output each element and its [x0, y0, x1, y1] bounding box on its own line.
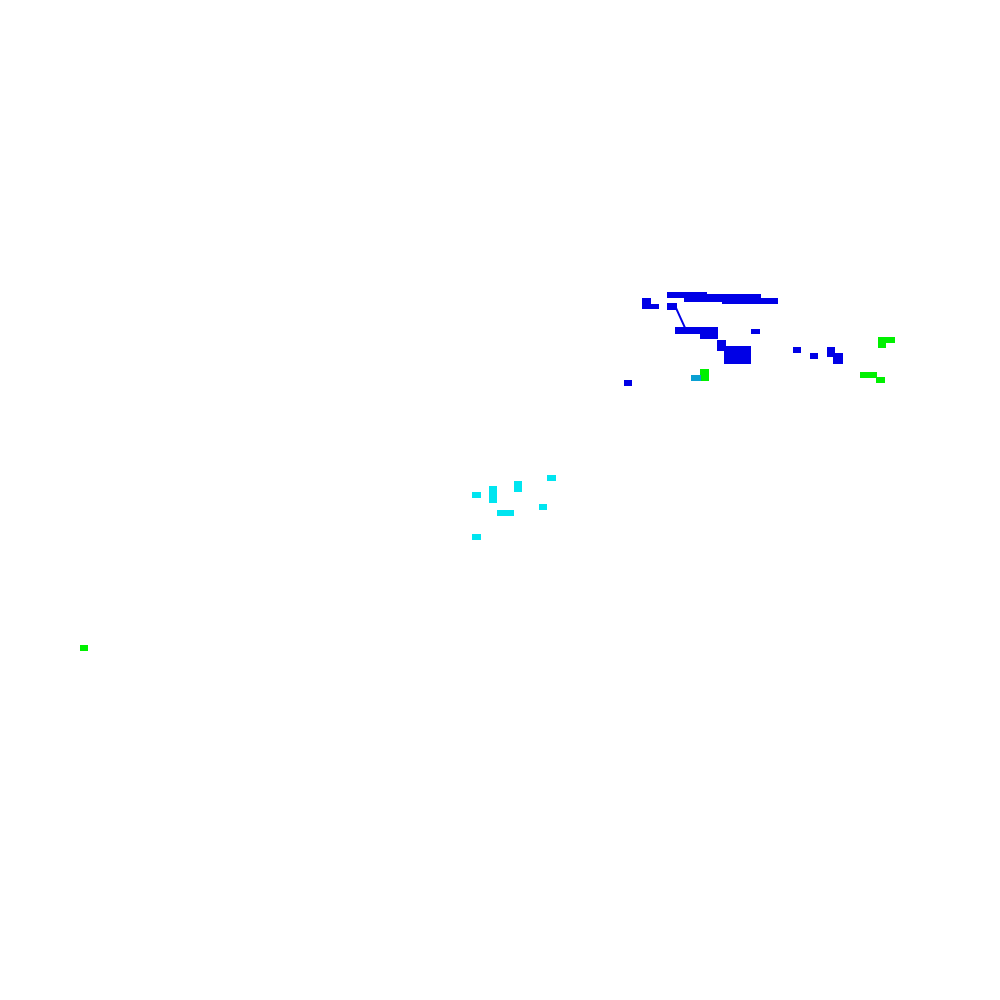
- blue-segment: [717, 340, 726, 351]
- cyan-segment: [497, 510, 514, 516]
- green-segment: [878, 337, 886, 348]
- green-segment: [860, 372, 877, 378]
- blue-segment: [648, 304, 659, 309]
- cyan-segment: [489, 486, 497, 503]
- cyan-segment: [514, 481, 522, 492]
- blue-segment: [722, 298, 778, 304]
- blue-segment: [667, 303, 677, 310]
- blue-segment: [751, 329, 760, 334]
- cyan-segment: [472, 534, 481, 540]
- blue-segment: [833, 353, 843, 364]
- cyan-segment: [472, 492, 481, 498]
- teal-segment: [691, 375, 701, 381]
- cyan-segment: [547, 475, 556, 481]
- blue-segment: [675, 327, 708, 334]
- blue-segment: [700, 327, 718, 339]
- blue-segment: [724, 346, 751, 364]
- blue-segment: [793, 347, 801, 353]
- blue-segment: [624, 380, 632, 386]
- blue-segment: [642, 298, 651, 309]
- green-segment: [876, 377, 885, 383]
- green-segment: [878, 337, 895, 343]
- cyan-segment: [539, 504, 547, 510]
- blue-segment: [810, 353, 818, 359]
- green-segment: [80, 645, 88, 651]
- green-segment: [700, 369, 709, 381]
- blue-segment: [827, 347, 835, 357]
